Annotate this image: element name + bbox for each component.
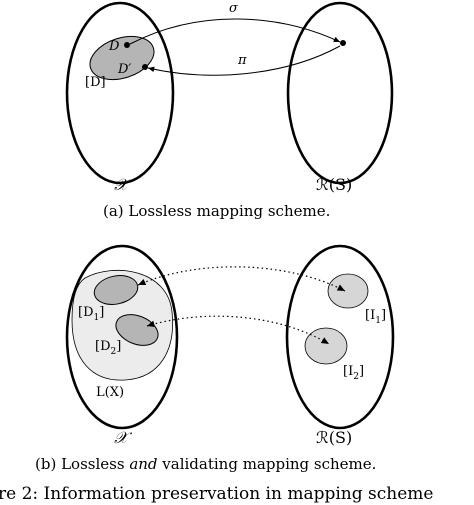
pi-arrow <box>147 45 341 76</box>
point-rs <box>340 40 346 46</box>
figure-caption: re 2: Information preservation in mappin… <box>0 484 433 504</box>
label-class-d: [D] <box>85 75 106 90</box>
label-sigma: σ <box>229 1 239 16</box>
panel-b: [D1] [D2] [I1] [I2] L(X) 𝒳 ℛ(S) (b) Loss… <box>35 244 395 473</box>
label-i1: [I1] <box>365 308 386 326</box>
equivalence-class-blob <box>89 35 155 81</box>
image-i2 <box>304 327 348 365</box>
label-d2: [D2] <box>95 339 121 357</box>
sigma-arrow <box>129 18 341 45</box>
caption-a: (a) Lossless mapping scheme. <box>103 202 330 220</box>
set-rs-ellipse <box>286 1 394 185</box>
label-space-rs: ℛ(S) <box>316 175 352 194</box>
dotted-arrow-d2-i2 <box>146 315 330 345</box>
caption-b: (b) Lossless and validating mapping sche… <box>35 455 376 473</box>
set-x-ellipse <box>65 1 175 185</box>
label-d-prime: D′ <box>117 62 131 77</box>
label-region-lx: L(X) <box>96 385 124 400</box>
label-d: D <box>108 39 120 54</box>
label-space-x-b: 𝒳 <box>114 428 133 447</box>
label-d1: [D1] <box>78 305 104 323</box>
label-space-x: 𝒳 <box>114 175 133 194</box>
image-i1 <box>327 273 369 309</box>
blob-d1 <box>93 275 139 305</box>
point-d-prime <box>142 64 148 70</box>
dotted-arrow-d1-i1 <box>137 266 346 292</box>
label-pi: π <box>237 53 247 68</box>
label-i2: [I2] <box>343 364 364 382</box>
label-space-rs-b: ℛ(S) <box>316 428 352 447</box>
point-d <box>124 42 130 48</box>
panel-a: D D′ [D] σ π 𝒳 ℛ(S) (a) Lossless mapping… <box>65 1 394 220</box>
